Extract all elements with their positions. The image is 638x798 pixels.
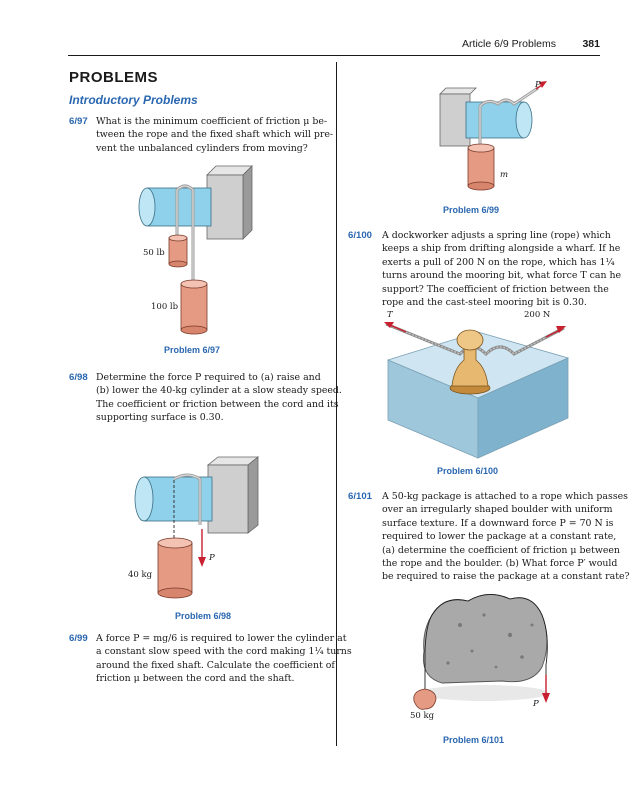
figure-6-100-drawing: [384, 322, 570, 459]
problem-text-line: (b) lower the 40-kg cylinder at a slow s…: [96, 385, 342, 397]
caption-6-98: Problem 6/98: [175, 611, 232, 621]
figure-6-100: T 200 N: [368, 310, 600, 460]
problem-text-line: Determine the force P required to (a) ra…: [96, 372, 321, 383]
problem-text-line: The coefficient or friction between the …: [96, 398, 339, 410]
problem-text-line: vent the unbalanced cylinders from movin…: [96, 142, 308, 154]
problem-text-line: over an irregularly shaped boulder with …: [382, 504, 613, 516]
problem-number: 6/100: [348, 230, 373, 241]
figure-6-99: P m: [418, 80, 568, 195]
problem-text-line: friction μ between the cord and the shaf…: [96, 673, 295, 685]
problem-text-line: the rope and the boulder. (b) What force…: [382, 558, 618, 570]
figure-6-98-drawing: [134, 456, 260, 599]
label-40-kg: 40 kg: [128, 570, 153, 580]
figure-6-101: 50 kg P: [392, 585, 567, 725]
page-number: 381: [582, 38, 600, 50]
problem-text-line: required to lower the package at a const…: [382, 531, 617, 543]
problem-number: 6/98: [69, 372, 88, 383]
figure-6-97-drawing: [138, 165, 253, 335]
problem-text-line: turns around the mooring bit, what force…: [382, 270, 622, 282]
column-divider: [336, 62, 337, 746]
figure-6-97: 50 lb 100 lb: [125, 160, 295, 350]
problem-6-98: 6/98 Determine the force P required to (…: [69, 371, 342, 425]
problem-text-line: tween the rope and the fixed shaft which…: [96, 129, 334, 141]
problem-text-line: supporting surface is 0.30.: [96, 412, 224, 424]
problem-text-line: surface texture. If a downward force P =…: [382, 517, 614, 529]
problem-6-99: 6/99 A force P = mg/6 is required to low…: [69, 632, 352, 686]
problem-number: 6/99: [69, 633, 88, 644]
problem-text-line: around the fixed shaft. Calculate the co…: [96, 659, 335, 671]
figure-6-101-drawing: [413, 594, 550, 710]
caption-6-101: Problem 6/101: [443, 735, 505, 745]
caption-6-97: Problem 6/97: [164, 345, 221, 355]
tension-t-text: T: [387, 310, 393, 320]
label-tension-t: T: [387, 310, 393, 320]
caption-6-99: Problem 6/99: [443, 205, 500, 215]
problem-6-97: 6/97 What is the minimum coefficient of …: [69, 115, 334, 155]
label-50-lb: 50 lb: [143, 248, 165, 258]
label-force-p: P: [209, 553, 215, 563]
section-title: PROBLEMS: [69, 69, 159, 86]
problem-text-line: What is the minimum coefficient of frict…: [96, 116, 328, 127]
problem-text-line: a constant slow speed with the cord maki…: [96, 646, 352, 658]
label-force-p: P: [533, 699, 539, 709]
problem-text-line: keeps a ship from drifting alongside a w…: [382, 243, 621, 255]
problem-text-line: be required to raise the package at a co…: [382, 571, 630, 583]
label-mass-m: m: [500, 170, 508, 180]
problem-text-line: A 50-kg package is attached to a rope wh…: [382, 491, 628, 502]
problem-text-line: A dockworker adjusts a spring line (rope…: [382, 230, 611, 241]
label-200-n: 200 N: [524, 310, 551, 320]
problem-6-100: 6/100 A dockworker adjusts a spring line…: [348, 229, 622, 309]
problem-text-line: exerts a pull of 200 N on the rope, whic…: [382, 256, 615, 268]
label-force-p: P: [535, 80, 541, 90]
caption-6-100: Problem 6/100: [437, 466, 499, 476]
problem-text-line: support? The coefficient of friction bet…: [382, 283, 609, 295]
problem-text-line: A force P = mg/6 is required to lower th…: [96, 633, 347, 644]
label-100-lb: 100 lb: [151, 302, 179, 312]
label-50-kg: 50 kg: [410, 711, 435, 721]
problem-number: 6/101: [348, 491, 373, 502]
force-p-text: P: [533, 699, 539, 709]
problem-number: 6/97: [69, 116, 88, 127]
problem-text-line: (a) determine the coefficient of frictio…: [382, 544, 620, 556]
problem-6-101: 6/101 A 50-kg package is attached to a r…: [348, 490, 630, 584]
section-subtitle: Introductory Problems: [69, 93, 198, 107]
header-rule: [68, 55, 600, 56]
problem-text-line: rope and the cast-steel mooring bit is 0…: [382, 297, 587, 309]
force-p-text: P: [535, 80, 541, 90]
mass-m-text: m: [500, 170, 509, 180]
page-header: Article 6/9 Problems 381: [0, 38, 638, 52]
header-article: Article 6/9 Problems: [462, 38, 556, 50]
force-p-text: P: [209, 553, 215, 563]
figure-6-98: 40 kg P: [118, 455, 298, 605]
figure-6-99-drawing: [439, 81, 547, 191]
